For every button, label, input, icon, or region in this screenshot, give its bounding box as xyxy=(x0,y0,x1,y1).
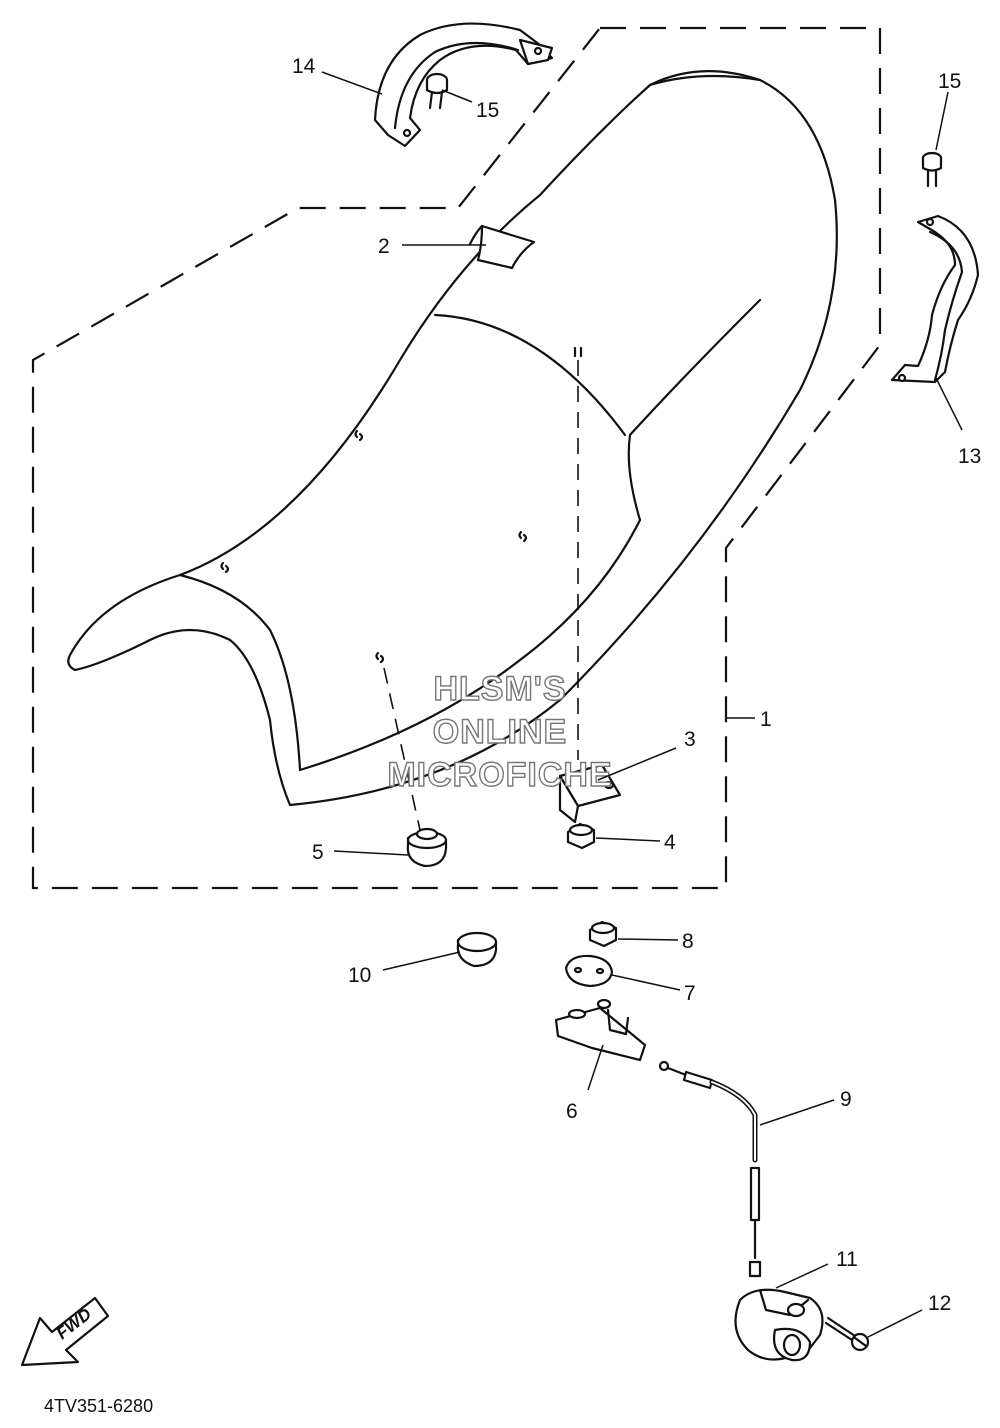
bolt-part-15b[interactable] xyxy=(921,151,943,188)
screw-part-12[interactable] xyxy=(824,1316,870,1352)
hole-marker xyxy=(573,346,583,358)
callout-12: 12 xyxy=(928,1292,951,1315)
callout-13: 13 xyxy=(958,445,981,468)
nut-part-8[interactable] xyxy=(588,920,618,948)
watermark-line-2: ONLINE xyxy=(433,713,567,751)
damper-guide-line xyxy=(383,667,421,831)
callout-10: 10 xyxy=(348,964,371,987)
grab-bar-part-14[interactable] xyxy=(373,22,554,148)
watermark-line-3: MICROFICHE xyxy=(387,756,612,794)
callout-labels: 1 2 3 4 5 6 7 8 9 10 11 12 13 14 15 15 xyxy=(292,55,981,1315)
watermark-line-1: HLSM'S xyxy=(433,670,566,708)
document-number: 4TV351-6280 xyxy=(44,1396,153,1416)
nut-part[interactable] xyxy=(566,822,596,850)
callout-4: 4 xyxy=(664,831,676,854)
damper-part[interactable] xyxy=(406,827,448,868)
callout-6: 6 xyxy=(566,1100,578,1123)
damper-part-10[interactable] xyxy=(456,931,498,968)
watermark: HLSM'S ONLINE MICROFICHE xyxy=(387,669,613,794)
seat-lock-part-11[interactable] xyxy=(734,1288,824,1362)
assembly-boundary xyxy=(31,26,882,890)
callout-5: 5 xyxy=(312,841,324,864)
callout-15b: 15 xyxy=(938,70,961,93)
callout-14: 14 xyxy=(292,55,316,78)
grab-bar-part-13[interactable] xyxy=(890,214,980,384)
leader-lines xyxy=(321,71,963,1339)
lock-hook-part-6[interactable] xyxy=(554,998,647,1062)
callout-1: 1 xyxy=(760,708,772,731)
hole-marker xyxy=(375,651,385,664)
forward-arrow-icon: FWD xyxy=(20,1296,110,1367)
cable-part-9[interactable] xyxy=(658,1060,762,1278)
callout-11: 11 xyxy=(836,1248,858,1271)
label-patch-part[interactable] xyxy=(468,224,536,270)
callout-7: 7 xyxy=(684,982,696,1005)
callout-2: 2 xyxy=(378,235,390,258)
callout-9: 9 xyxy=(840,1088,852,1111)
seat-part[interactable] xyxy=(67,70,838,807)
bolt-part-15a[interactable] xyxy=(425,72,449,110)
callout-8: 8 xyxy=(682,930,694,953)
bracket-part[interactable] xyxy=(558,763,622,824)
plate-part-7[interactable] xyxy=(564,954,614,988)
callout-15a: 15 xyxy=(476,99,499,122)
callout-3: 3 xyxy=(684,728,696,751)
